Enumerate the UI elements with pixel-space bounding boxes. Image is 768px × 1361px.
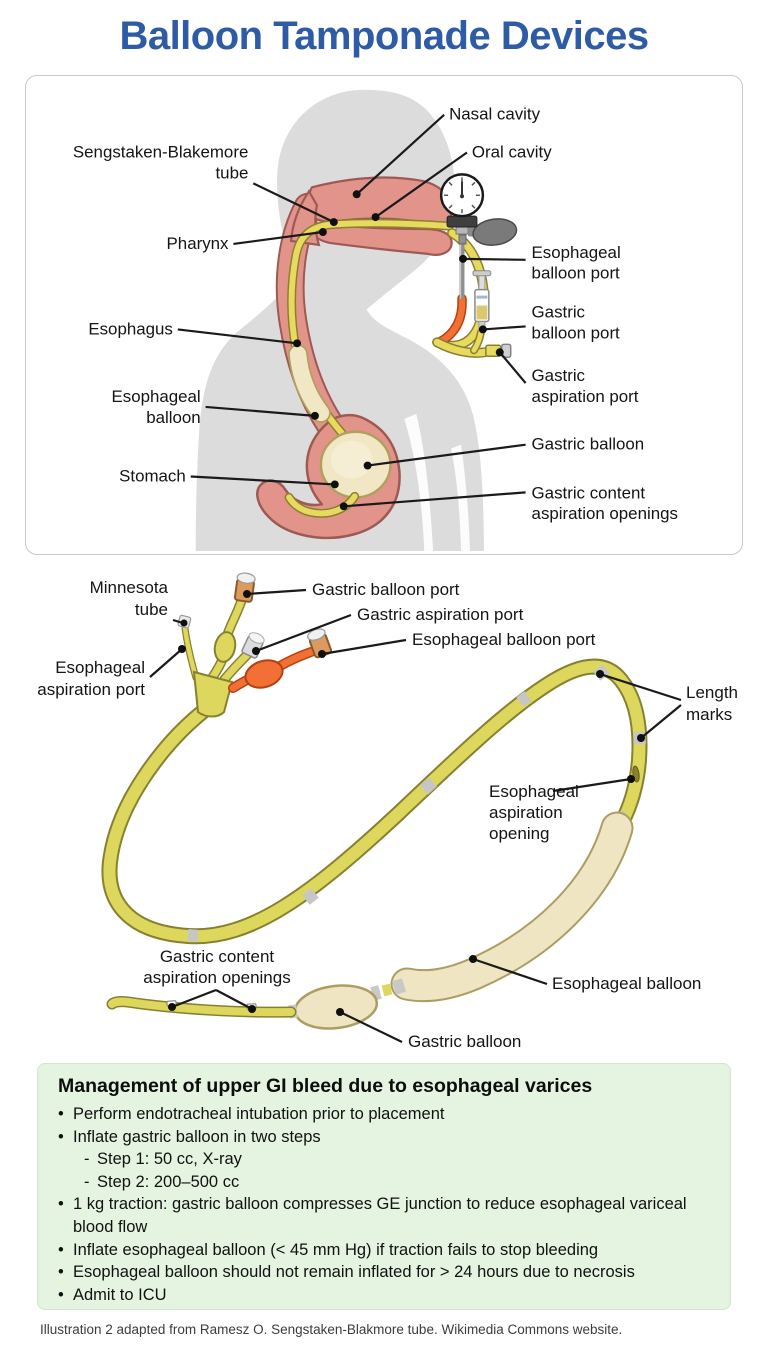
svg-text:balloon port: balloon port — [532, 323, 621, 342]
panel-sengstaken-blakemore: Nasal cavity Oral cavity Sengstaken-Blak… — [25, 75, 743, 555]
label-esophageal-aspiration-opening: Esophageal — [489, 782, 579, 801]
label-gastric-balloon: Gastric balloon — [532, 435, 645, 454]
bullet-marker: • — [58, 1127, 64, 1146]
label-gastric-balloon-port: Gastric — [532, 302, 585, 321]
list-item: -Step 2: 200–500 cc — [58, 1171, 712, 1194]
label-gastric-balloon-port: Gastric balloon port — [312, 580, 460, 599]
gastric-aspiration-port-cap — [241, 632, 265, 659]
svg-text:marks: marks — [686, 705, 732, 724]
orange-balloon-bulge — [244, 659, 284, 689]
label-esophagus: Esophagus — [88, 319, 172, 338]
dash-marker: - — [84, 1150, 90, 1169]
management-heading: Management of upper GI bleed due to esop… — [58, 1075, 593, 1097]
management-list: •Perform endotracheal intubation prior t… — [58, 1103, 712, 1306]
esophageal-balloon-shape — [370, 810, 634, 1003]
label-oral-cavity: Oral cavity — [472, 142, 552, 161]
label-esophageal-balloon: Esophageal — [112, 387, 201, 406]
label-esophageal-balloon: Esophageal balloon — [552, 974, 701, 993]
gastric-balloon-port-cap — [233, 572, 256, 603]
label-stomach: Stomach — [119, 466, 186, 485]
minnesota-illustration: Minnesota tube Esophageal aspiration por… — [37, 572, 738, 1051]
panel2-leader-lines — [149, 588, 682, 1043]
label-sengstaken-tube: Sengstaken-Blakemore — [73, 142, 248, 161]
main-tube-loop — [101, 658, 648, 945]
label-esophageal-aspiration-port: Esophageal — [55, 658, 145, 677]
label-gastric-balloon: Gastric balloon — [408, 1032, 521, 1051]
svg-text:tube: tube — [216, 163, 249, 182]
list-item: •1 kg traction: gastric balloon compress… — [58, 1193, 712, 1238]
inflation-bulb — [472, 218, 518, 246]
hub — [192, 670, 234, 718]
label-minnesota-tube: Minnesota — [90, 578, 169, 597]
bullet-marker: • — [58, 1263, 64, 1282]
management-box: Management of upper GI bleed due to esop… — [37, 1063, 731, 1310]
list-item: •Perform endotracheal intubation prior t… — [58, 1103, 712, 1126]
svg-text:aspiration: aspiration — [489, 803, 563, 822]
hub-and-ports — [177, 572, 333, 718]
distal-tube — [106, 996, 298, 1019]
gastric-balloon-shape — [319, 430, 392, 499]
svg-text:aspiration port: aspiration port — [37, 680, 145, 699]
list-item: •Esophageal balloon should not remain in… — [58, 1261, 712, 1284]
valve-bulge — [213, 631, 237, 663]
list-item: •Inflate gastric balloon in two steps — [58, 1126, 712, 1149]
panel1-labels: Nasal cavity Oral cavity Sengstaken-Blak… — [73, 105, 678, 523]
svg-text:aspiration openings: aspiration openings — [532, 504, 678, 523]
label-gastric-content-openings: Gastric content — [160, 947, 275, 966]
svg-text:tube: tube — [135, 600, 168, 619]
svg-text:balloon port: balloon port — [532, 264, 621, 283]
bullet-marker: • — [58, 1285, 64, 1304]
silhouette-gap-left — [404, 413, 434, 552]
panel1-leader-lines — [177, 113, 527, 511]
label-gastric-aspiration-port: Gastric — [532, 366, 585, 385]
list-item: -Step 1: 50 cc, X-ray — [58, 1148, 712, 1171]
label-gastric-content-openings: Gastric content — [532, 483, 646, 502]
pressure-gauge — [439, 173, 518, 299]
label-length-marks: Length — [686, 683, 738, 702]
syringe — [472, 270, 492, 331]
svg-text:balloon: balloon — [146, 408, 200, 427]
bullet-marker: • — [58, 1195, 64, 1214]
label-esophageal-balloon-port: Esophageal balloon port — [412, 630, 596, 649]
sengstaken-illustration: Nasal cavity Oral cavity Sengstaken-Blak… — [73, 89, 678, 552]
list-item: •Admit to ICU — [58, 1284, 712, 1307]
panel2-labels: Minnesota tube Esophageal aspiration por… — [37, 578, 738, 1051]
svg-text:aspiration port: aspiration port — [532, 387, 639, 406]
panel-minnesota-tube: Minnesota tube Esophageal aspiration por… — [0, 560, 768, 1055]
attribution-footer: Illustration 2 adapted from Ramesz O. Se… — [40, 1322, 623, 1337]
bullet-marker: • — [58, 1105, 64, 1123]
esophageal-balloon-port-cap — [307, 628, 333, 659]
label-esophageal-balloon-port: Esophageal — [532, 243, 621, 262]
label-gastric-aspiration-port: Gastric aspiration port — [357, 605, 524, 624]
svg-text:opening: opening — [489, 824, 550, 843]
label-nasal-cavity: Nasal cavity — [449, 105, 541, 124]
svg-text:aspiration openings: aspiration openings — [143, 968, 290, 987]
page-title: Balloon Tamponade Devices — [119, 14, 649, 58]
label-pharynx: Pharynx — [167, 234, 229, 253]
esophageal-balloon-shape — [288, 344, 331, 423]
bullet-marker: • — [58, 1240, 64, 1259]
dash-marker: - — [84, 1172, 90, 1191]
list-item: •Inflate esophageal balloon (< 45 mm Hg)… — [58, 1239, 712, 1262]
